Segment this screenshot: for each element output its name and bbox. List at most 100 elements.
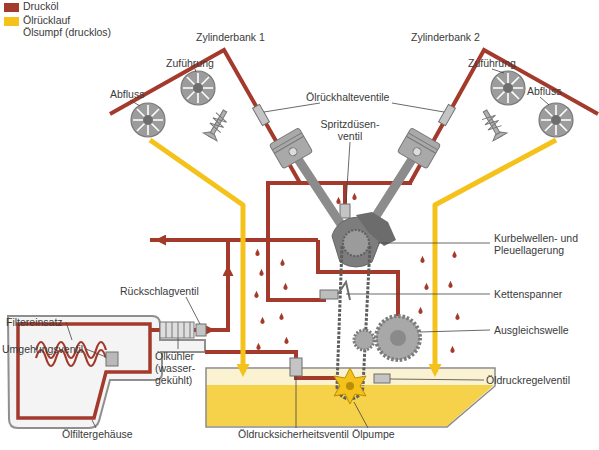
pressure-oil-lines	[110, 50, 300, 183]
legend-text: Ölrücklauf Ölsumpf (drucklos)	[23, 14, 127, 38]
spray-nozzle-valve	[340, 204, 350, 218]
leader-line	[390, 379, 484, 380]
oil-retention-valve	[253, 104, 270, 125]
oil-return-lines	[435, 140, 556, 372]
leader-line	[186, 297, 200, 324]
adjuster-vanes	[541, 105, 571, 135]
timing-chain	[337, 246, 342, 386]
leader-line	[540, 97, 549, 105]
leader-line	[296, 376, 297, 428]
oil-pump	[334, 368, 366, 404]
part-label: Umgehungsventil	[2, 343, 83, 355]
oil-cooler	[160, 322, 194, 338]
balance-shaft-gear	[354, 316, 420, 360]
camshaft-adjuster	[539, 103, 573, 137]
oil-drop	[448, 281, 452, 288]
engine-valve	[203, 129, 219, 140]
oil-drop	[420, 256, 424, 263]
part-label: Öldrucksicherheitsventil	[238, 428, 349, 440]
leader-line	[264, 103, 320, 112]
leader-line	[66, 69, 549, 428]
balance-shaft-gear	[376, 316, 420, 360]
legend-text: Drucköl	[23, 0, 127, 12]
camshaft-adjuster	[181, 71, 215, 105]
leader-line	[378, 243, 490, 244]
pressure-oil-lines	[205, 352, 336, 378]
oil-return-lines	[150, 140, 556, 372]
leader-line	[86, 349, 106, 357]
oil-drop	[418, 307, 422, 314]
spray-nozzle-valve	[340, 204, 350, 218]
chain-tensioner	[338, 282, 350, 300]
oil-drop	[256, 343, 260, 350]
oil-filter-housing	[8, 316, 205, 428]
part-label: Abfluss	[527, 85, 561, 97]
piston	[288, 146, 299, 157]
crankshaft	[332, 212, 396, 267]
part-label: Ölpumpe	[352, 428, 395, 440]
part-label: Zylinderbank 1	[196, 31, 265, 43]
pressure-oil-lines	[110, 50, 598, 378]
camshaft-adjuster	[491, 71, 525, 105]
chain-tensioner	[320, 282, 350, 300]
leader-line	[195, 69, 196, 72]
part-label: Rückschlagventil	[120, 285, 199, 297]
oil-drop	[283, 283, 287, 290]
oil-cooler	[166, 322, 190, 338]
piston	[272, 133, 303, 153]
adjuster-hub	[143, 115, 153, 125]
oil-retention-valve	[439, 104, 456, 125]
legend-swatch	[4, 17, 19, 26]
check-valve	[196, 324, 206, 336]
part-label: Filtereinsatz	[6, 316, 63, 328]
piston	[397, 128, 440, 169]
adjuster-vanes	[493, 73, 523, 103]
flow-arrow	[226, 270, 230, 302]
balance-shaft-gear	[354, 330, 374, 350]
adjuster-hub	[551, 115, 561, 125]
piston	[269, 128, 312, 169]
balance-shaft-gear	[390, 330, 406, 346]
legend-swatch	[4, 3, 19, 12]
bypass-valve	[106, 352, 118, 366]
oil-drop	[280, 259, 284, 266]
leader-line	[354, 402, 368, 428]
pressure-control-valve	[374, 374, 390, 383]
oil-pump	[334, 368, 366, 404]
oil-filter-housing	[8, 316, 205, 428]
part-label: Ölfiltergehäuse	[62, 428, 133, 440]
part-label: Zuführung	[468, 57, 516, 69]
part-label: Zylinderbank 2	[411, 31, 480, 43]
oil-sump	[206, 368, 495, 427]
check-valve	[196, 324, 206, 336]
oil-drop	[352, 193, 356, 200]
oil-drop	[254, 291, 258, 298]
part-label: Ausgleichswelle	[494, 324, 569, 336]
part-label: Kettenspanner	[494, 288, 562, 300]
part-label: Kurbelwellen- und Pleuellagerung	[494, 232, 594, 256]
oil-drop	[455, 313, 459, 320]
pressure-control-valve	[374, 374, 390, 383]
timing-chain	[363, 246, 370, 386]
leader-line	[178, 338, 179, 349]
engine-valve	[491, 129, 507, 140]
oil-drop	[254, 193, 459, 353]
engine-valve	[203, 107, 232, 141]
chain-tensioner	[320, 290, 338, 299]
flow-arrow	[160, 238, 190, 242]
oil-pump	[346, 382, 354, 390]
oil-return-lines	[150, 140, 243, 372]
piston	[397, 128, 440, 169]
oil-drop	[260, 317, 264, 324]
leader-line	[420, 330, 490, 332]
leader-line	[392, 103, 444, 112]
oil-drop	[450, 346, 454, 353]
bypass-valve	[106, 352, 118, 366]
leader-line	[92, 420, 96, 428]
oil-drop	[452, 251, 456, 258]
adjuster-vanes	[133, 105, 163, 135]
part-label: Abfluss	[110, 88, 144, 100]
engine-valve	[478, 107, 507, 141]
adjuster-hub	[193, 83, 203, 93]
